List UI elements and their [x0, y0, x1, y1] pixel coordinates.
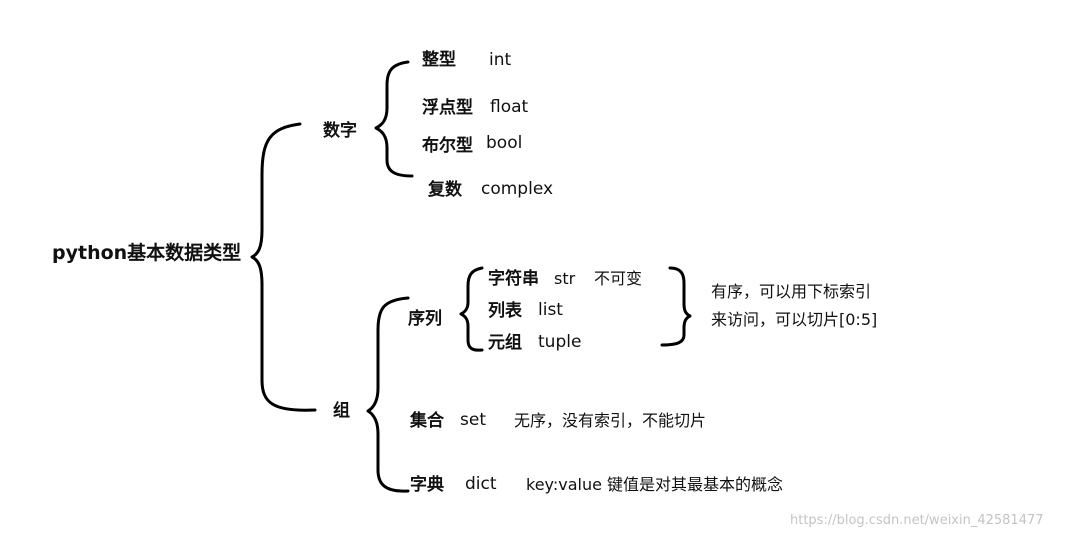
- str-note: 不可变: [594, 269, 643, 288]
- watermark: https://blog.csdn.net/weixin_42581477: [790, 513, 1044, 528]
- complex-en: complex: [481, 179, 554, 199]
- float-en: float: [490, 97, 529, 117]
- str-cn: 字符串: [488, 269, 539, 289]
- dict-note: key:value 键值是对其最基本的概念: [526, 475, 784, 494]
- group-label: 组: [333, 401, 350, 421]
- group-brace: [366, 296, 410, 493]
- sequence-brace: [459, 266, 484, 352]
- list-cn: 列表: [488, 301, 522, 321]
- tuple-cn: 元组: [488, 333, 522, 353]
- sequence-right-brace: [660, 266, 692, 347]
- float-cn: 浮点型: [422, 98, 473, 118]
- bool-cn: 布尔型: [422, 136, 473, 156]
- set-en: set: [460, 410, 486, 430]
- tuple-en: tuple: [538, 332, 582, 352]
- bool-en: bool: [486, 133, 523, 153]
- list-en: list: [538, 300, 563, 320]
- sequence-label: 序列: [408, 309, 442, 329]
- number-label: 数字: [323, 121, 357, 141]
- sequence-note-line2: 来访问，可以切片[0:5]: [711, 310, 878, 329]
- str-en: str: [554, 269, 576, 288]
- number-brace: [374, 60, 414, 178]
- sequence-note-line1: 有序，可以用下标索引: [711, 282, 872, 301]
- dict-en: dict: [465, 474, 497, 494]
- int-cn: 整型: [422, 50, 456, 70]
- set-cn: 集合: [410, 411, 444, 431]
- dict-cn: 字典: [410, 475, 444, 495]
- complex-cn: 复数: [428, 180, 462, 200]
- set-note: 无序，没有索引，不能切片: [514, 411, 707, 430]
- main-brace: [250, 122, 317, 412]
- root-label: python基本数据类型: [52, 242, 242, 264]
- int-en: int: [489, 50, 512, 70]
